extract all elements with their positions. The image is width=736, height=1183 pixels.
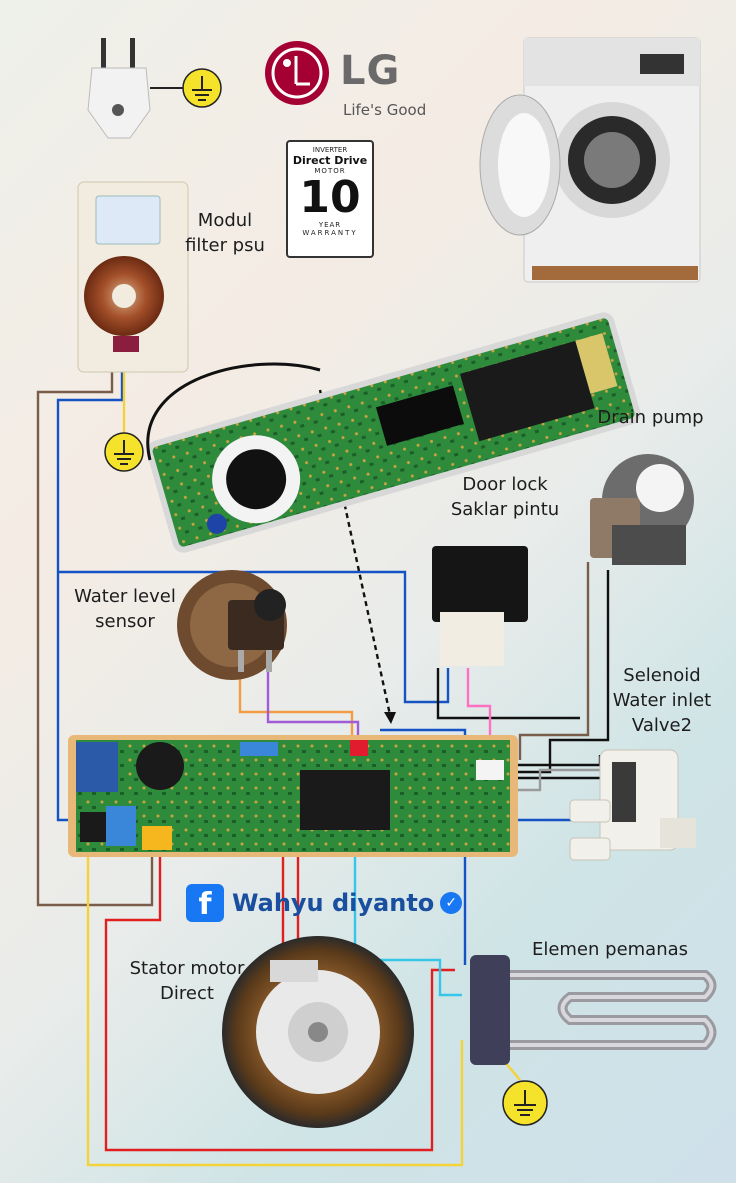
plug-icon <box>87 38 151 139</box>
ground-icon-heater <box>502 1080 548 1126</box>
label-stator: Stator motor Direct <box>129 958 245 1004</box>
wire-yellow-bottom <box>86 830 464 1167</box>
label-water-level: Water level sensor <box>74 586 176 632</box>
wire-gray-valve <box>505 768 600 792</box>
stator-icon <box>222 936 414 1128</box>
verified-check-icon: ✓ <box>440 892 463 914</box>
label-heater: Elemen pemanas <box>531 939 689 960</box>
badge-years: 10 <box>299 172 361 223</box>
wire-brown-psu <box>36 350 154 907</box>
badge-line2: Direct Drive <box>292 154 368 167</box>
display-board <box>146 312 641 553</box>
display-ribbon-cable <box>146 362 321 461</box>
heater-icon <box>470 955 717 1065</box>
wire-blue-mainboard <box>380 728 467 965</box>
lg-logo-icon <box>265 41 329 105</box>
psu-filter-module <box>77 181 189 373</box>
drain-pump-icon <box>590 454 694 565</box>
badge-year-label: YEAR <box>318 221 342 229</box>
ground-icon-psu <box>104 432 144 472</box>
solenoid-valve-icon <box>569 749 696 861</box>
author-name: Wahyu diyanto <box>232 889 435 917</box>
wire-orange-sensor <box>238 668 354 740</box>
label-door-lock: Door lock Saklar pintu <box>450 474 560 520</box>
direct-drive-badge: INVERTER Direct Drive MOTOR 10 YEAR WARR… <box>286 140 374 258</box>
door-lock-icon <box>432 546 528 666</box>
brand-tagline: Life's Good <box>343 101 427 119</box>
pressure-sensor-icon <box>177 570 287 680</box>
badge-line3: MOTOR <box>314 167 346 175</box>
facebook-icon: f <box>186 884 224 922</box>
main-board <box>68 735 518 857</box>
wire-brown-pump <box>518 562 590 760</box>
wire-black-pump <box>505 570 610 774</box>
washing-machine-icon <box>479 37 701 283</box>
wire-black-doorlock <box>436 668 580 720</box>
wire-red-loop <box>104 830 455 1152</box>
badge-line1: INVERTER <box>312 146 348 154</box>
wire-purple-sensor <box>266 668 360 740</box>
ribbon-arrow-head <box>384 712 396 724</box>
label-modul-filter: Modul filter psu <box>185 210 265 256</box>
wire-pink-doorlock <box>466 668 492 760</box>
wire-cyan-heater <box>353 760 462 997</box>
ground-icon-top <box>150 68 222 108</box>
author-credit: f Wahyu diyanto ✓ <box>186 883 463 923</box>
wire-blue-doorlock <box>58 570 450 704</box>
brand-name: LG <box>340 48 401 94</box>
label-drain-pump: Drain pump <box>597 407 704 428</box>
label-selenoid: Selenoid Water inlet Valve2 <box>612 665 712 736</box>
badge-warranty: WARRANTY <box>302 229 358 237</box>
